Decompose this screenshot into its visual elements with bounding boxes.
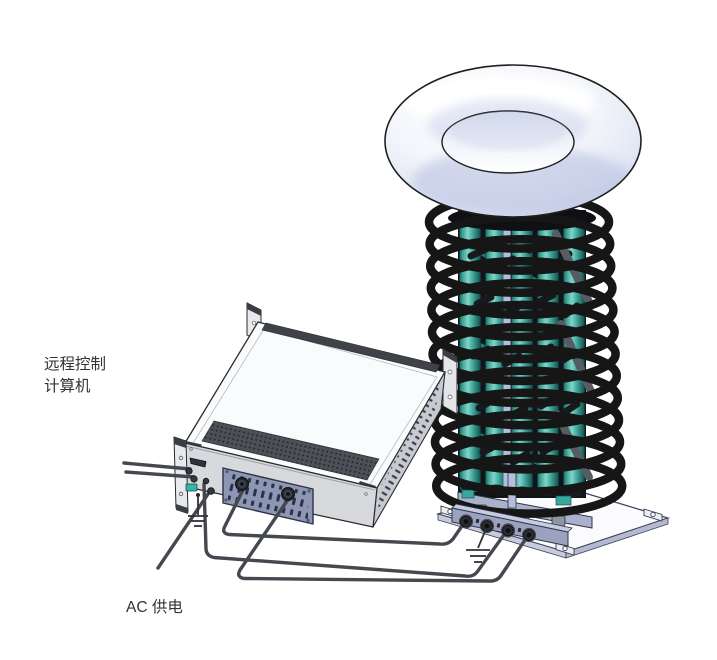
rail-connector bbox=[479, 518, 495, 534]
rear-vent-strip bbox=[261, 322, 441, 373]
label-ac-power: AC 供电 bbox=[126, 598, 183, 616]
aux-connector bbox=[190, 475, 198, 483]
front-screw bbox=[364, 492, 368, 496]
panel-connector-1 bbox=[235, 477, 249, 491]
interconnect-cable-2 bbox=[202, 482, 508, 578]
aux-connector bbox=[202, 477, 210, 485]
toroid-hole-shade bbox=[448, 111, 568, 150]
front-screw bbox=[189, 447, 193, 451]
front-bezel-line bbox=[185, 445, 376, 491]
insert-screws bbox=[224, 469, 311, 523]
control-unit-chassis bbox=[173, 302, 458, 528]
rack-ear-back-right bbox=[442, 348, 458, 415]
aux-connector bbox=[207, 487, 215, 495]
grading-ring bbox=[431, 432, 626, 496]
connectors-overlay bbox=[185, 457, 537, 563]
rail-mark bbox=[517, 527, 522, 533]
rail-connector bbox=[500, 523, 516, 538]
grading-ring bbox=[431, 454, 627, 518]
aux-connector-cluster bbox=[185, 457, 215, 497]
grading-ring bbox=[425, 235, 616, 297]
interconnect-cable-1 bbox=[221, 488, 466, 546]
teal-block-left bbox=[461, 489, 475, 499]
grading-ring bbox=[428, 322, 620, 386]
grading-ring-stack bbox=[424, 191, 627, 518]
base-corner-tabs bbox=[440, 505, 663, 556]
ac-power-cable bbox=[156, 492, 210, 570]
capacitor-stack-interior bbox=[448, 205, 597, 529]
rail-connector bbox=[521, 527, 537, 543]
panel-connector-2 bbox=[281, 487, 295, 501]
dsub-connector bbox=[189, 457, 207, 468]
base-plate-edge-right bbox=[565, 517, 669, 559]
aux-connector bbox=[185, 467, 193, 475]
label-remote-control-line1: 远程控制 bbox=[44, 355, 106, 373]
ground-symbol-generator bbox=[466, 528, 490, 563]
grading-ring bbox=[430, 410, 625, 474]
label-remote-control-line2: 计算机 bbox=[44, 376, 91, 395]
rail-mark bbox=[475, 518, 480, 524]
ground-symbol-chassis bbox=[188, 497, 208, 527]
teal-connector bbox=[185, 483, 198, 492]
rail-mark bbox=[496, 523, 501, 528]
toroid-electrode bbox=[384, 64, 642, 218]
remote-cable-1 bbox=[122, 461, 192, 471]
teal-block-right bbox=[555, 495, 572, 506]
grading-ring bbox=[426, 256, 617, 320]
side-vent-grille bbox=[377, 379, 440, 517]
top-vent-grille bbox=[201, 420, 380, 481]
base-rail-connectors bbox=[458, 514, 537, 543]
ground-terminal bbox=[196, 493, 200, 497]
cables bbox=[122, 461, 529, 583]
remote-cable-2 bbox=[124, 470, 196, 479]
rail-connector bbox=[458, 514, 474, 529]
interconnect-cable-3 bbox=[236, 496, 529, 583]
grading-ring bbox=[427, 300, 619, 364]
grading-ring bbox=[427, 278, 618, 342]
